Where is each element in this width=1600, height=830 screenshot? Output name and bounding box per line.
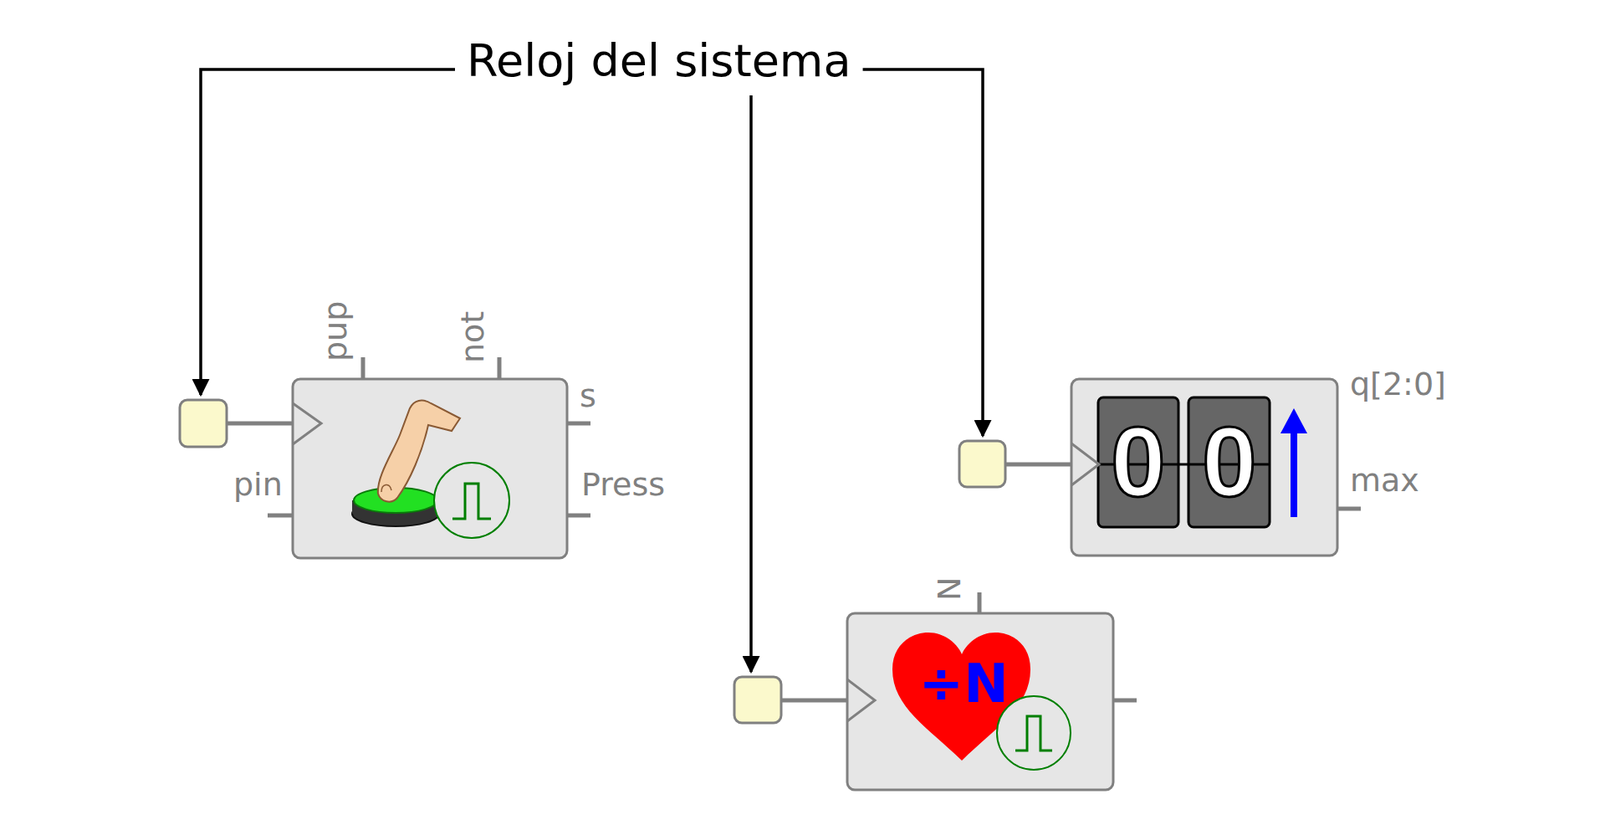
pin-tick bbox=[267, 513, 293, 518]
pin-name: Press bbox=[581, 466, 665, 504]
pin-name: pin bbox=[233, 466, 283, 504]
clock-triangle bbox=[1071, 443, 1100, 486]
counter-block bbox=[959, 378, 1361, 556]
pin-tick bbox=[497, 357, 502, 379]
clock-wire bbox=[1005, 462, 1072, 467]
divider-symbol: ÷N bbox=[919, 653, 1009, 716]
counter-digit: 0 bbox=[1110, 405, 1166, 520]
pin-name: s bbox=[579, 378, 597, 415]
pin-name: max bbox=[1349, 462, 1420, 500]
leader-line bbox=[863, 69, 983, 436]
count-up-arrow bbox=[1290, 424, 1298, 517]
pin-tick bbox=[567, 421, 591, 426]
leader-line bbox=[200, 69, 455, 395]
pin-tick bbox=[567, 513, 591, 518]
block-body bbox=[292, 378, 568, 558]
counter-digit: 0 bbox=[1201, 405, 1258, 520]
pin-tick bbox=[1337, 506, 1361, 512]
clock-input bbox=[959, 440, 1006, 487]
clock-wire bbox=[226, 421, 293, 426]
digit-tile bbox=[1188, 397, 1270, 527]
clock-input bbox=[734, 676, 782, 723]
finger-nail bbox=[381, 484, 392, 492]
pin-name: N bbox=[931, 577, 969, 601]
pin-name: not bbox=[454, 311, 492, 363]
clock-triangle bbox=[292, 403, 322, 445]
pulse-symbol bbox=[452, 483, 491, 519]
leader-line bbox=[749, 95, 753, 672]
count-up-arrow bbox=[1280, 408, 1308, 434]
clock-input bbox=[179, 399, 227, 447]
pin-tick bbox=[361, 357, 366, 379]
pulse-circle bbox=[434, 462, 510, 538]
clock-wire bbox=[780, 698, 848, 703]
clock-callout: Reloj del sistema bbox=[466, 35, 852, 87]
block-body bbox=[847, 613, 1114, 790]
button-block bbox=[179, 357, 591, 558]
block-body bbox=[1071, 378, 1338, 556]
pin-name: pup bbox=[317, 301, 355, 362]
pulse-symbol bbox=[1015, 715, 1053, 751]
pin-name: q[2:0] bbox=[1349, 366, 1447, 404]
clock-triangle bbox=[847, 679, 875, 721]
divider-block bbox=[734, 592, 1137, 790]
digit-tile bbox=[1098, 397, 1179, 527]
pin-tick bbox=[977, 592, 982, 614]
pin-tick bbox=[1113, 698, 1137, 703]
